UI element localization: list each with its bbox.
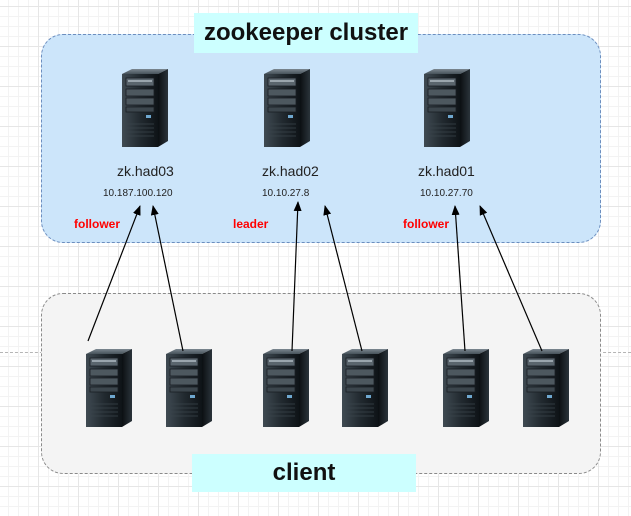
client-to-had01-arrow: [479, 205, 543, 352]
client-to-had01-arrow: [451, 205, 466, 352]
role-label-had01: follower: [403, 217, 450, 231]
node-ip-had01: 10.10.27.70: [420, 188, 473, 199]
client-to-had02-arrow: [291, 201, 302, 352]
role-label-had02: leader: [233, 217, 269, 231]
node-ip-had02: 10.10.27.8: [262, 188, 310, 199]
cluster-title: zookeeper cluster: [194, 13, 418, 53]
node-ip-had03: 10.187.100.120: [103, 188, 173, 199]
node-name-had01: zk.had01: [418, 163, 475, 179]
role-label-had03: follower: [74, 217, 121, 231]
client-to-had02-arrow: [323, 205, 363, 352]
client-title: client: [192, 454, 416, 492]
node-name-had03: zk.had03: [117, 163, 174, 179]
client-container[interactable]: [41, 293, 601, 474]
client-to-had03-arrow: [150, 205, 184, 352]
client-to-had03-arrow: [87, 205, 141, 342]
node-name-had02: zk.had02: [262, 163, 319, 179]
